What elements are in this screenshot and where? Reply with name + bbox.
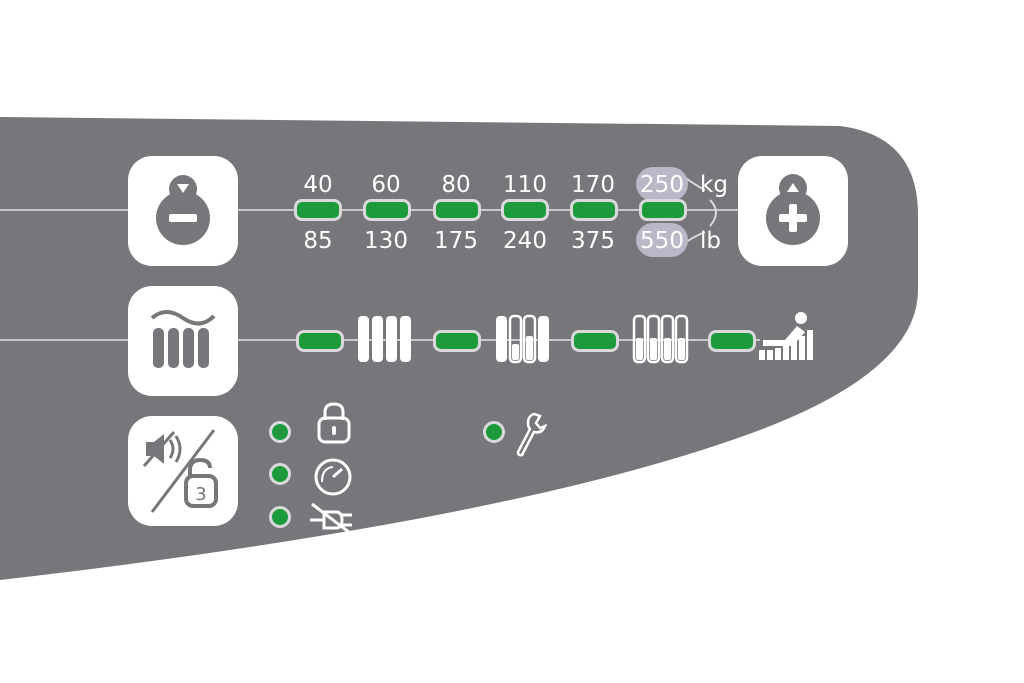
mute-unlock-button[interactable]: 3 xyxy=(128,416,238,526)
power-status-led xyxy=(269,506,291,528)
pressure-status-led xyxy=(269,463,291,485)
service-wrench-icon xyxy=(516,412,548,457)
weight-led-80 xyxy=(433,199,481,221)
firmness-led-3 xyxy=(571,330,619,352)
weight-led-170 xyxy=(570,199,618,221)
kg-value-170: 170 xyxy=(571,172,615,198)
weight-led-250 xyxy=(639,199,687,221)
lb-value-130: 130 xyxy=(364,228,408,254)
weight-minus-icon xyxy=(156,175,210,245)
lock-icon xyxy=(317,402,351,444)
firmness-led-2 xyxy=(433,330,481,352)
lb-unit-label: lb xyxy=(700,228,721,254)
kg-value-110: 110 xyxy=(503,172,547,198)
firmness-led-1 xyxy=(296,330,344,352)
weight-increase-button[interactable] xyxy=(738,156,848,266)
selected-weight-highlight-lb xyxy=(636,223,688,257)
unlock-badge-number: 3 xyxy=(195,484,206,505)
lb-value-85: 85 xyxy=(303,228,333,254)
medium-soft-icon xyxy=(632,314,689,364)
pressure-gauge-icon xyxy=(314,458,352,496)
weight-led-110 xyxy=(501,199,549,221)
lock-status-led xyxy=(269,421,291,443)
service-status-led xyxy=(483,421,505,443)
kg-value-80: 80 xyxy=(441,172,471,198)
lb-value-240: 240 xyxy=(503,228,547,254)
lb-value-375: 375 xyxy=(571,228,615,254)
firmness-button[interactable] xyxy=(128,286,238,396)
kg-unit-label: kg xyxy=(700,172,728,198)
firmness-led-4 xyxy=(708,330,756,352)
lb-value-550: 550 xyxy=(640,228,684,254)
weight-led-60 xyxy=(363,199,411,221)
lb-value-175: 175 xyxy=(434,228,478,254)
weight-led-40 xyxy=(294,199,342,221)
selected-weight-highlight-kg xyxy=(636,167,688,201)
weight-plus-icon xyxy=(766,174,820,245)
seated-mode-icon xyxy=(759,312,813,360)
weight-decrease-button[interactable] xyxy=(128,156,238,266)
firm-icon xyxy=(358,316,411,362)
mute-unlock-icon: 3 xyxy=(142,429,218,513)
medium-firm-icon xyxy=(496,314,549,364)
mattress-firmness-icon xyxy=(150,310,216,368)
kg-value-60: 60 xyxy=(371,172,401,198)
kg-value-40: 40 xyxy=(303,172,333,198)
kg-value-250: 250 xyxy=(640,172,684,198)
unplugged-icon xyxy=(310,502,355,538)
